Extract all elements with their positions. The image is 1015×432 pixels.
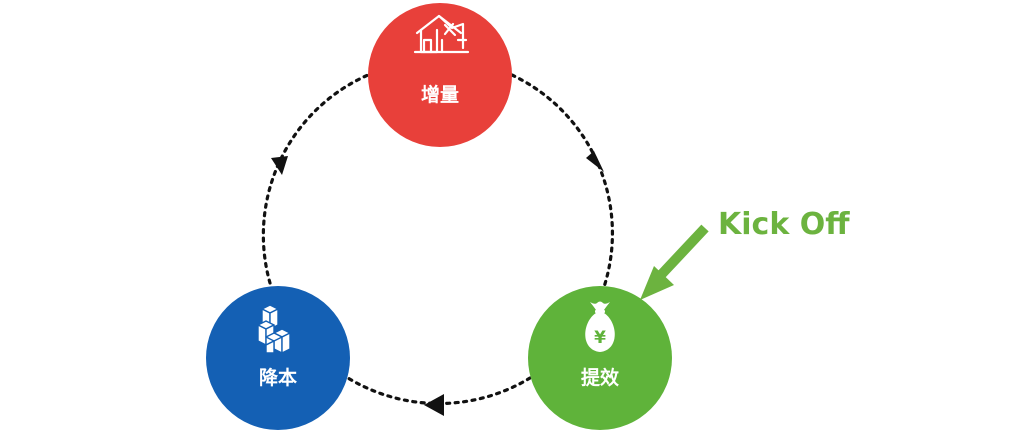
building-blocks-icon bbox=[257, 304, 291, 354]
house-construction-icon bbox=[413, 14, 470, 54]
node-circle-jiangben bbox=[206, 286, 350, 430]
cycle-arrowhead-left bbox=[271, 156, 288, 175]
kickoff-arrow bbox=[640, 224, 709, 300]
cycle-arrowhead-right bbox=[586, 151, 604, 172]
node-label-zengliang: 增量 bbox=[421, 83, 459, 106]
kickoff-callout: Kick Off bbox=[640, 207, 850, 300]
node-circle-zengliang bbox=[368, 3, 512, 147]
yen-glyph: ¥ bbox=[594, 328, 606, 348]
cycle-arc-top-left bbox=[261, 73, 370, 285]
node-label-jiangben: 降本 bbox=[259, 366, 297, 389]
cycle-arc-top-right bbox=[510, 73, 614, 292]
node-jiangben: 降本 bbox=[206, 286, 350, 430]
node-circle-tixiao bbox=[528, 286, 672, 430]
cycle-arrowhead-bottom bbox=[424, 394, 444, 416]
kickoff-label: Kick Off bbox=[718, 207, 850, 242]
node-tixiao: ¥ 提效 bbox=[528, 286, 672, 430]
money-bag-icon: ¥ bbox=[585, 301, 615, 352]
node-zengliang: 增量 bbox=[368, 3, 512, 147]
node-label-tixiao: 提效 bbox=[581, 366, 619, 389]
